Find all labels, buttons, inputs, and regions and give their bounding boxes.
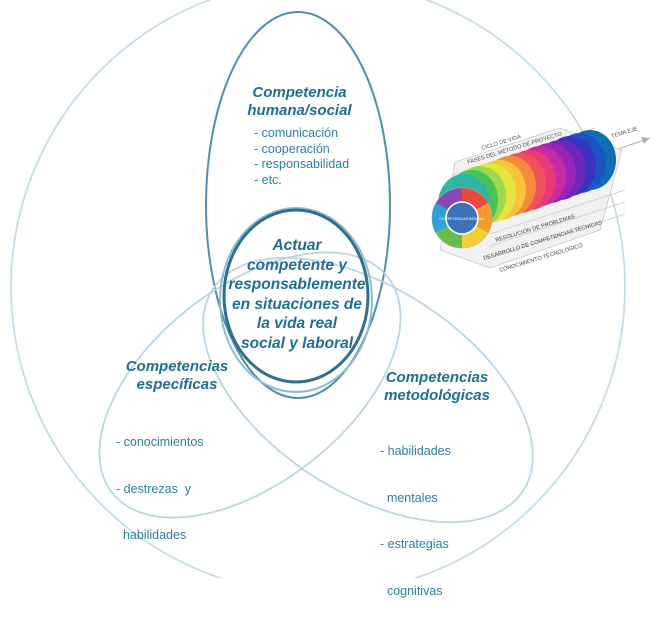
- list-item: habilidades: [116, 528, 187, 542]
- center-line: social y laboral: [241, 334, 353, 352]
- outer-circle: [10, 0, 626, 578]
- human-title-line: Competencia: [252, 84, 347, 101]
- list-item: - habilidades: [380, 444, 451, 458]
- center-ring-inner: [222, 208, 370, 384]
- human-list: - comunicación - cooperación - responsab…: [254, 126, 367, 188]
- specific-title-line: Competencias: [125, 358, 229, 375]
- venn-diagram: COMPETENCIAS BÁSICAS CICLO DE VIDA FASES…: [10, 0, 651, 578]
- specific-list: - conocimientos - destrezas y habilidade…: [116, 404, 242, 575]
- methodological-title-line: metodológicas: [384, 387, 490, 404]
- specific-block: Competencias específicas - conocimientos…: [112, 358, 242, 575]
- human-ellipse: [205, 11, 391, 399]
- tema-eje-arrowhead-icon: [641, 137, 650, 144]
- list-item: - etc.: [254, 172, 282, 187]
- list-item: - comunicación: [254, 126, 339, 140]
- center-ring-outer: [219, 207, 373, 393]
- human-title: Competencia humana/social: [232, 84, 367, 120]
- list-item: - destrezas y: [116, 481, 192, 496]
- methodological-block: Competencias metodológicas - habilidades…: [374, 369, 500, 630]
- inset-label-tema: TEMA EJE: [611, 126, 639, 140]
- hub-center: [445, 201, 479, 235]
- methodological-title: Competencias metodológicas: [374, 369, 500, 405]
- list-item: - conocimientos: [116, 435, 204, 449]
- center-line: competente y: [247, 256, 347, 274]
- specific-title: Competencias específicas: [112, 358, 242, 394]
- specific-title-line: específicas: [136, 376, 218, 393]
- list-item: - responsabilidad: [254, 157, 350, 171]
- center-line: en situaciones de: [231, 295, 363, 313]
- methodological-title-line: Competencias: [385, 369, 489, 386]
- methodological-ellipse: [202, 256, 534, 524]
- center-text: Actuar competente y responsablemente en …: [222, 236, 372, 353]
- list-item: - cooperación: [254, 141, 330, 156]
- list-item: mentales: [380, 490, 438, 505]
- hub-label: COMPETENCIAS BÁSICAS: [439, 217, 485, 221]
- project-method-inset: COMPETENCIAS BÁSICAS CICLO DE VIDA FASES…: [431, 126, 651, 274]
- methodological-list: - habilidades mentales - estrategias cog…: [380, 413, 500, 630]
- list-item: cognitivas: [380, 583, 443, 598]
- specific-ellipse: [98, 251, 402, 519]
- center-line: la vida real: [256, 315, 338, 332]
- list-item: - estrategias: [380, 537, 449, 551]
- human-social-block: Competencia humana/social - comunicación…: [232, 84, 367, 188]
- center-line: responsablemente: [228, 276, 366, 293]
- center-line: Actuar: [272, 237, 322, 254]
- human-title-line: humana/social: [247, 102, 352, 119]
